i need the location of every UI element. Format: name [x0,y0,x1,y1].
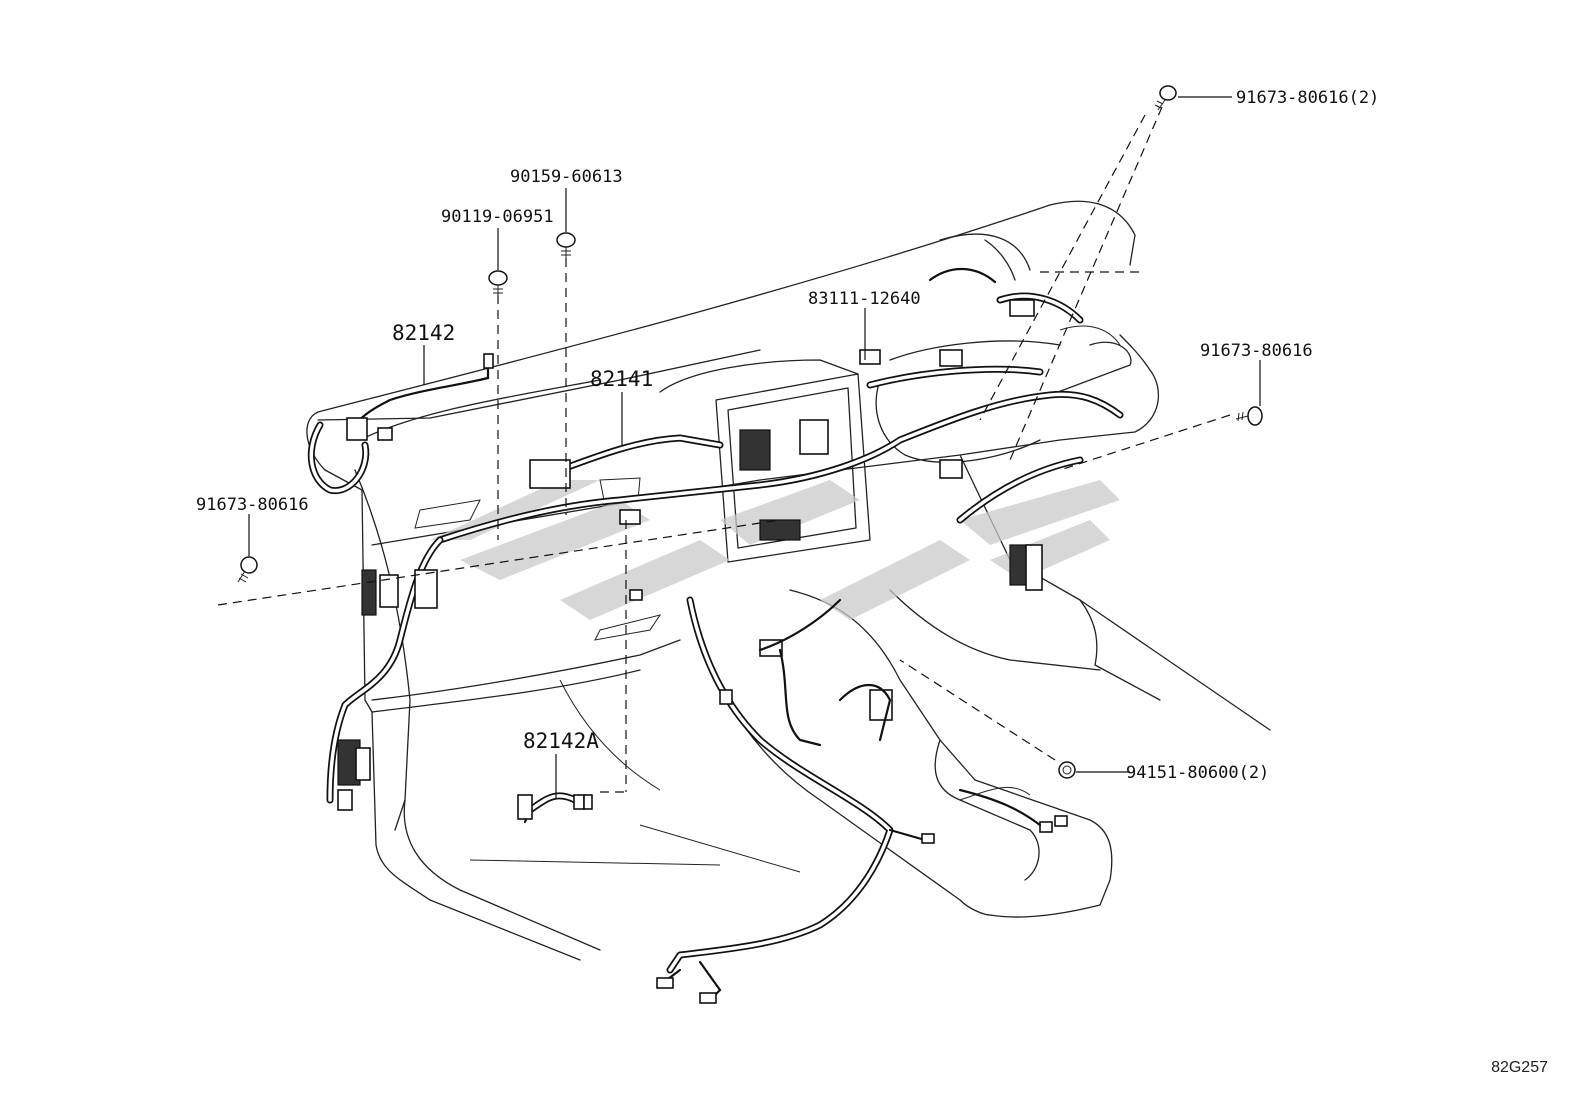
screw-91673-80616-top [1154,85,1177,111]
leader-lines [248,96,1261,798]
screw-91673-80616-right [1235,406,1263,426]
part-label[interactable]: 94151-80600(2) [1126,763,1269,783]
watermark [430,480,1120,620]
screw-91673-80616-left [237,556,258,583]
part-label[interactable]: 82142A [523,729,599,753]
part-label[interactable]: 90159-60613 [510,167,623,187]
installation-dash-lines [217,106,1231,793]
left-harness [326,536,444,811]
part-labels: 91673-80616(2) 90159-60613 90119-06951 8… [196,88,1379,783]
center-stack-connectors [529,267,1068,833]
part-label[interactable]: 91673-80616 [196,495,309,515]
diagram-code: 82G257 [1491,1059,1548,1076]
screw-90159-60613 [556,232,576,258]
part-label[interactable]: 91673-80616(2) [1236,88,1379,108]
part-label[interactable]: 90119-06951 [441,207,554,227]
part-label[interactable]: 83111-12640 [808,289,921,309]
main-harness-82141 [436,292,1124,544]
part-label[interactable]: 82141 [590,367,653,391]
instrument-panel-outline [306,200,1271,961]
sub-harness-82142A [517,792,593,824]
screw-90119-06951 [488,270,508,296]
nut-94151-80600 [1058,761,1076,779]
part-label[interactable]: 82142 [392,321,455,345]
part-label[interactable]: 91673-80616 [1200,341,1313,361]
harness-82142 [307,353,494,495]
floor-harness [656,596,935,1004]
